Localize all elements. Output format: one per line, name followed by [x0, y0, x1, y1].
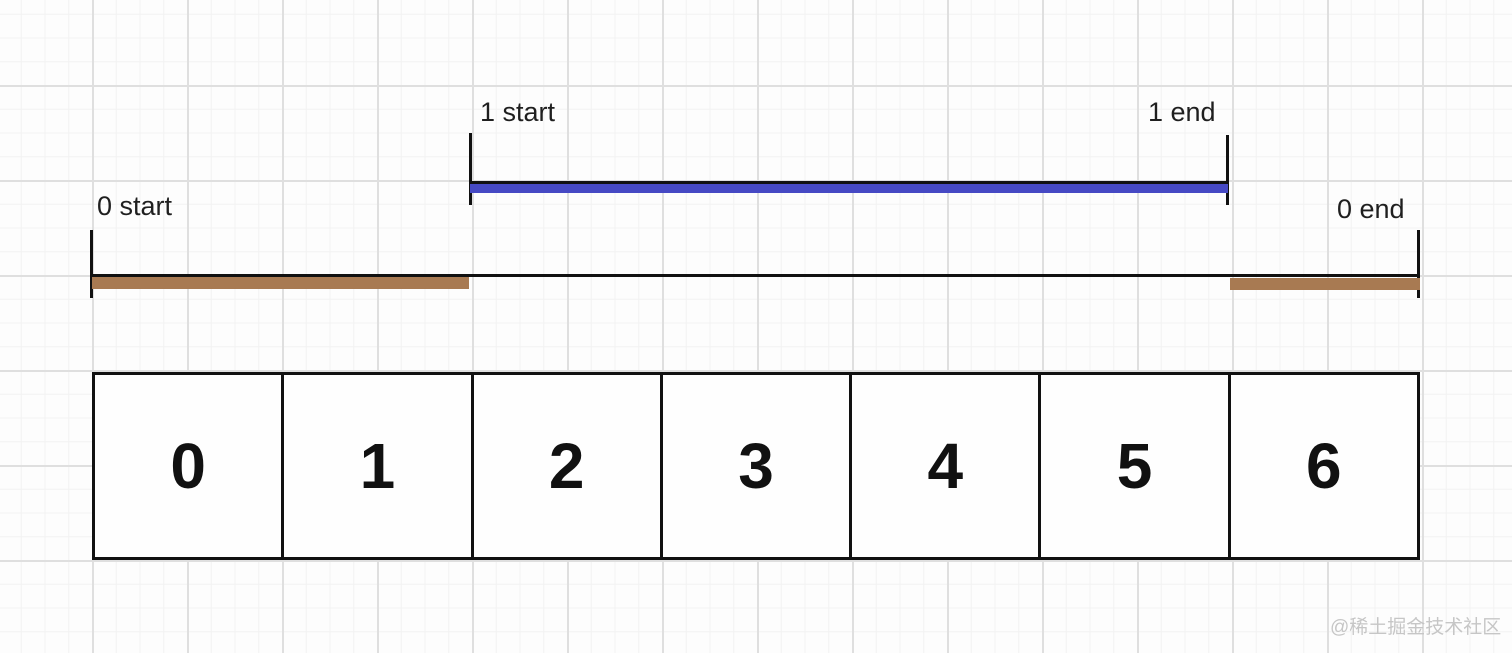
- array-cell-3: 3: [663, 375, 853, 557]
- array-cell-3-value: 3: [738, 430, 774, 502]
- interval-1-end-label: 1 end: [1148, 97, 1216, 127]
- array-cell-5: 5: [1041, 375, 1231, 557]
- interval-0-line: [92, 274, 1420, 277]
- interval-1-line: [470, 181, 1228, 184]
- interval-0-highlight-band-left: [92, 277, 469, 289]
- interval-0-start-label: 0 start: [97, 191, 173, 221]
- array-row: 0 1 2 3 4 5 6: [92, 372, 1420, 560]
- array-cell-5-value: 5: [1116, 430, 1153, 502]
- array-cell-4: 4: [852, 375, 1042, 557]
- array-cell-4-value: 4: [927, 430, 964, 502]
- array-cell-1: 1: [284, 375, 474, 557]
- array-cell-0-value: 0: [170, 430, 206, 502]
- array-cell-6-value: 6: [1306, 430, 1342, 502]
- interval-0-start-tick: [90, 230, 93, 298]
- interval-1-start-label: 1 start: [480, 97, 556, 127]
- array-cell-2-value: 2: [548, 430, 585, 502]
- interval-0-end-tick: [1417, 230, 1420, 298]
- interval-0-highlight-band-right: [1230, 278, 1420, 290]
- array-cell-6: 6: [1231, 375, 1417, 557]
- array-cell-2: 2: [474, 375, 663, 557]
- interval-0-end-label: 0 end: [1337, 194, 1405, 224]
- watermark: @稀土掘金技术社区: [1330, 617, 1502, 638]
- interval-1-end-tick: [1226, 135, 1229, 205]
- interval-1-highlight-band: [470, 184, 1228, 193]
- array-cell-0: 0: [95, 375, 285, 557]
- array-cell-1-value: 1: [359, 430, 396, 502]
- interval-1-start-tick: [469, 133, 472, 205]
